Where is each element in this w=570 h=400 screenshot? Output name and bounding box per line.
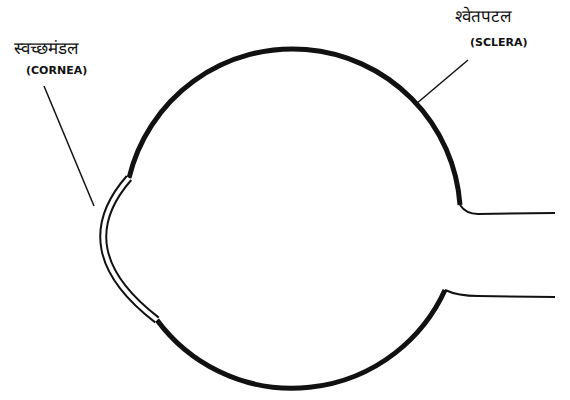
- part-name: (CORNEA): [26, 64, 87, 77]
- sclera-arc: [157, 290, 445, 388]
- sclera-arc: [129, 49, 460, 205]
- cornea-fill: [103, 178, 157, 320]
- cornea-outline: [103, 178, 157, 320]
- optic-nerve: [445, 290, 555, 297]
- part-name: श्वेतपटल: [455, 6, 512, 26]
- leader-line: [416, 60, 468, 104]
- part-name: स्वच्छमंडल: [14, 38, 79, 58]
- optic-nerve: [460, 205, 555, 214]
- part-name: (SCLERA): [470, 36, 528, 49]
- leader-line: [44, 86, 94, 206]
